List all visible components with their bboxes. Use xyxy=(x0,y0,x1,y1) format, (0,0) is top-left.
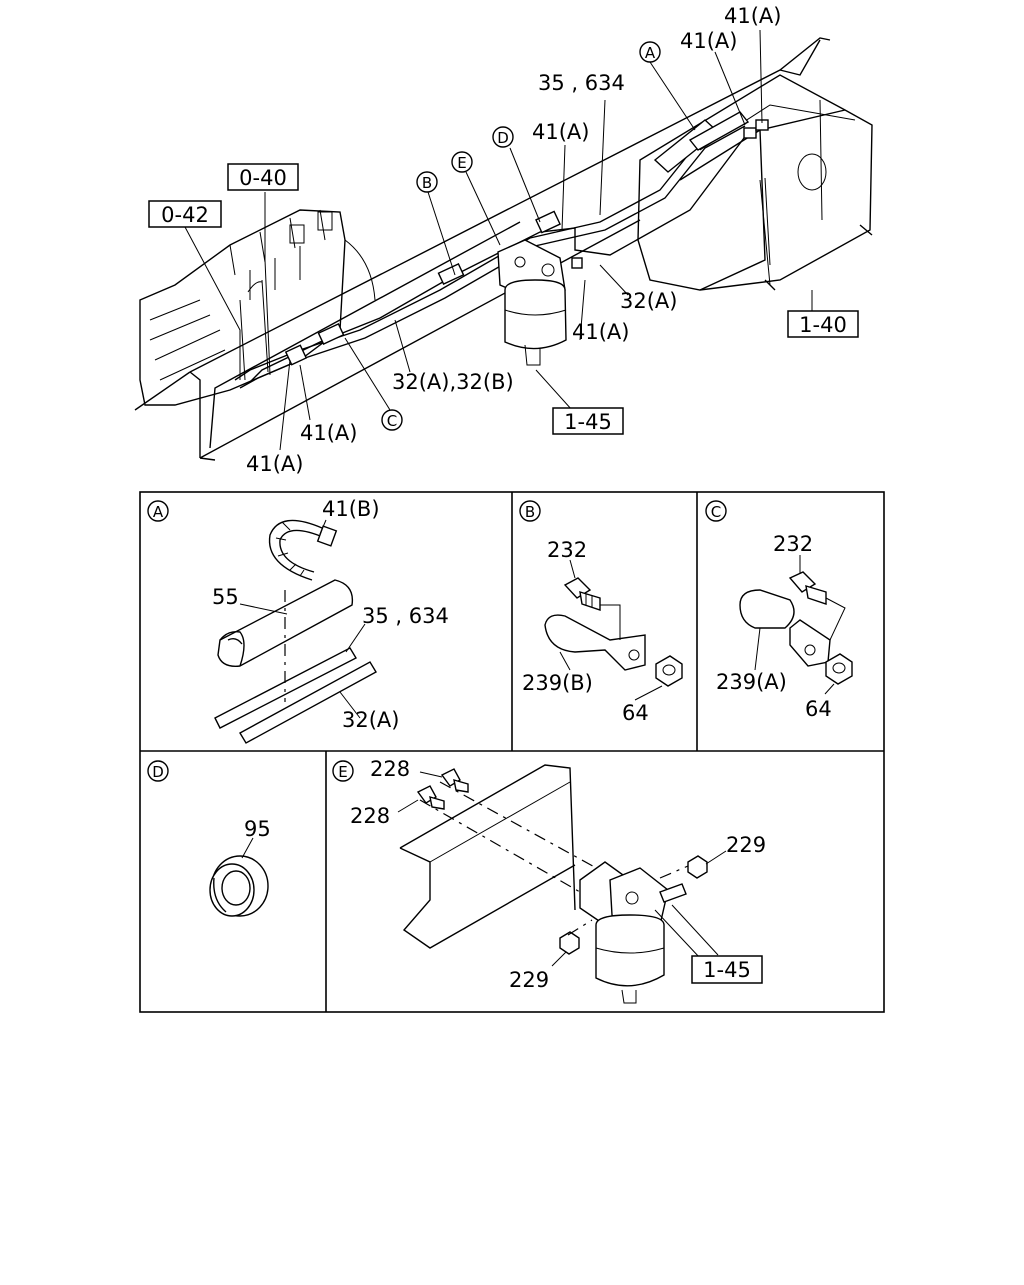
label-35-634-detail: 35 , 634 xyxy=(362,604,449,628)
svg-text:A: A xyxy=(645,44,656,62)
svg-text:E: E xyxy=(338,763,347,781)
detail-c-panel: C 232 239(A) 64 xyxy=(705,500,853,721)
label-41a-bottom: 41(A) xyxy=(246,452,303,476)
ref-0-42-label: 0-42 xyxy=(161,203,209,227)
label-41a-tank: 41(A) xyxy=(680,29,737,53)
detail-a-panel: A 41(B) 55 35 , 634 32(A) xyxy=(147,497,449,744)
svg-text:A: A xyxy=(153,503,164,521)
svg-text:C: C xyxy=(711,503,721,521)
pipe-32a-lower xyxy=(239,661,377,744)
label-239b: 239(B) xyxy=(522,671,593,695)
ref-1-45-label: 1-45 xyxy=(564,410,612,434)
bolt-228-upper xyxy=(440,768,469,793)
label-32a-detail: 32(A) xyxy=(342,708,399,732)
nut-229-lower xyxy=(559,931,580,955)
reference-0-42: 0-42 xyxy=(148,200,222,228)
label-41b: 41(B) xyxy=(322,497,380,521)
main-assembly-view: 0-40 0-42 1-40 1-45 41(A) 41(A) 35 , 634… xyxy=(134,4,873,476)
detail-grid xyxy=(139,491,885,1013)
label-229-upper: 229 xyxy=(726,833,766,857)
reference-1-45-detail: 1-45 xyxy=(691,955,763,984)
clamp-239a xyxy=(739,589,795,629)
label-41a-filter: 41(A) xyxy=(532,120,589,144)
detail-a-callout: A xyxy=(147,500,169,522)
frame-rail xyxy=(134,37,831,461)
label-239a: 239(A) xyxy=(716,670,787,694)
callout-e-marker: E xyxy=(451,151,473,173)
reference-1-45: 1-45 xyxy=(552,407,624,435)
pipe-sleeve xyxy=(653,111,750,173)
bolt-232-c xyxy=(788,571,827,605)
svg-text:D: D xyxy=(152,763,164,781)
label-32a: 32(A) xyxy=(620,289,677,313)
grommet-95 xyxy=(209,855,269,917)
label-64-c: 64 xyxy=(805,697,832,721)
label-41a-lower: 41(A) xyxy=(300,421,357,445)
pipe-clamps xyxy=(284,119,769,366)
fuel-filter xyxy=(497,239,567,366)
reference-1-40: 1-40 xyxy=(787,310,859,338)
svg-text:B: B xyxy=(422,174,432,192)
svg-text:E: E xyxy=(457,154,466,172)
label-41a-top: 41(A) xyxy=(724,4,781,28)
callout-d-marker: D xyxy=(492,126,514,148)
detail-b-callout: B xyxy=(519,500,541,522)
ref-1-40-label: 1-40 xyxy=(799,313,847,337)
detail-c-callout: C xyxy=(705,500,727,522)
label-228-lower: 228 xyxy=(350,804,390,828)
svg-text:B: B xyxy=(525,503,535,521)
label-32a-32b: 32(A),32(B) xyxy=(392,370,514,394)
engine-block xyxy=(139,209,376,406)
ref-0-40-label: 0-40 xyxy=(239,166,287,190)
bolt-232 xyxy=(563,577,601,611)
pipe-32a-upper xyxy=(214,647,357,729)
svg-text:C: C xyxy=(387,412,397,430)
detail-d-callout: D xyxy=(147,760,169,782)
label-228-upper: 228 xyxy=(370,757,410,781)
leader-lines xyxy=(184,29,813,451)
label-95: 95 xyxy=(244,817,271,841)
bolt-228-lower xyxy=(416,785,445,810)
label-232-c: 232 xyxy=(773,532,813,556)
band-clamp xyxy=(268,519,323,581)
fuel-tank xyxy=(637,74,873,291)
nut-64-c xyxy=(825,653,853,685)
detail-b-panel: B 232 239(B) 64 xyxy=(519,500,683,725)
ref-1-45-detail-label: 1-45 xyxy=(703,958,751,982)
svg-text:D: D xyxy=(497,129,509,147)
label-41a-right: 41(A) xyxy=(572,320,629,344)
detail-d-panel: D 95 xyxy=(147,760,271,917)
label-232-b: 232 xyxy=(547,538,587,562)
label-229-lower: 229 xyxy=(509,968,549,992)
reference-0-40: 0-40 xyxy=(227,163,299,191)
label-55: 55 xyxy=(212,585,239,609)
callout-c-marker: C xyxy=(381,409,403,431)
callout-a-marker: A xyxy=(639,41,661,63)
nut-64 xyxy=(655,655,683,687)
callout-b-marker: B xyxy=(416,171,438,193)
bracket-239b xyxy=(544,614,646,671)
nut-229-upper xyxy=(687,855,708,879)
label-35-634: 35 , 634 xyxy=(538,71,625,95)
filter-assembly-e xyxy=(579,861,687,1004)
detail-e-callout: E xyxy=(332,760,354,782)
detail-e-panel: E xyxy=(332,757,766,1004)
label-64-b: 64 xyxy=(622,701,649,725)
